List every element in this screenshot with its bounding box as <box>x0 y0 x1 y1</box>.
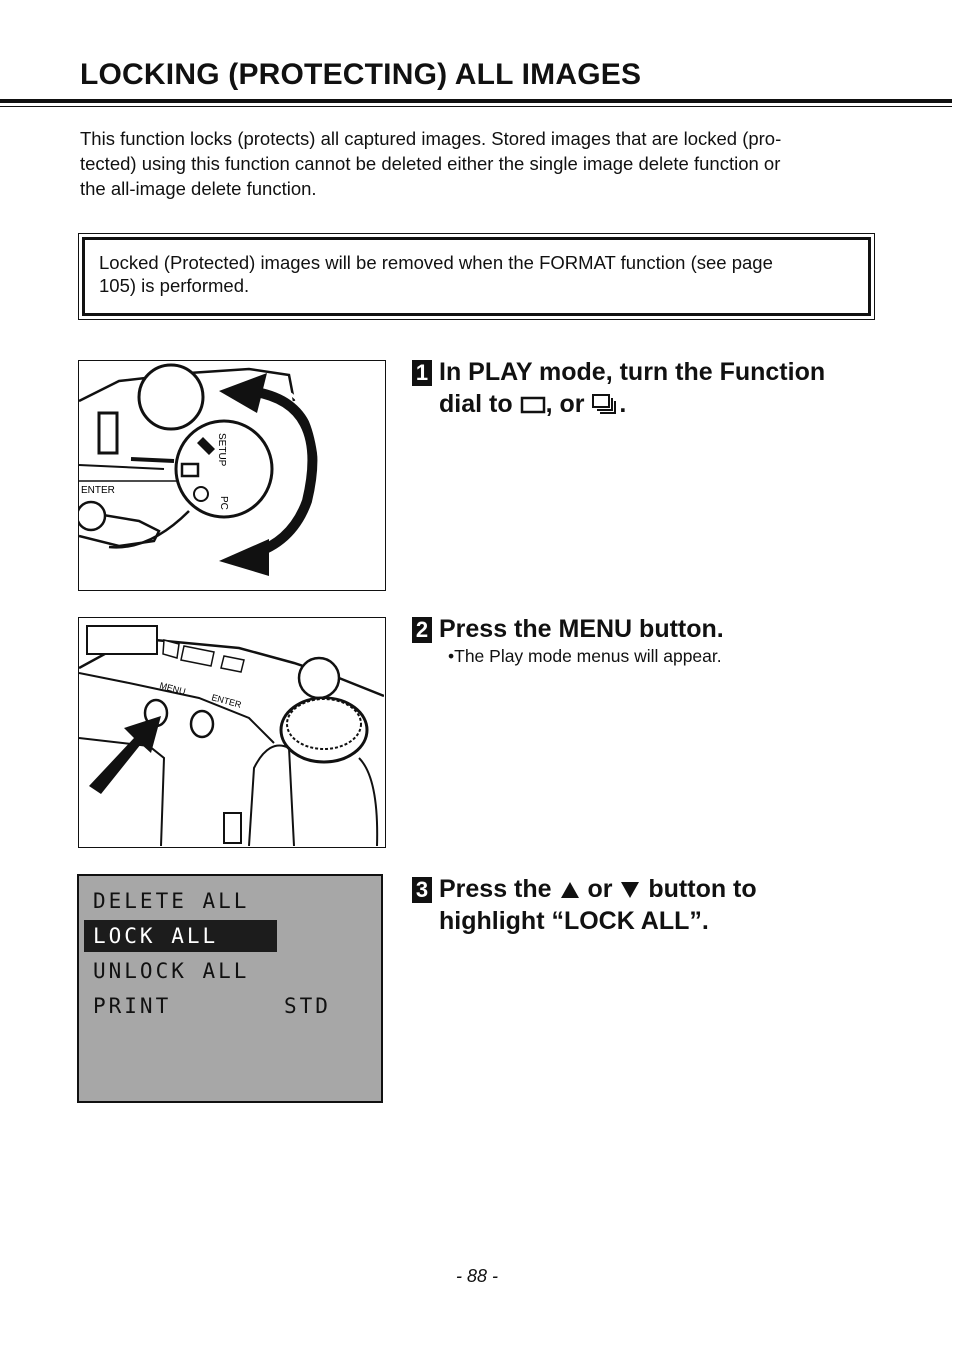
title-rule-thick <box>0 99 952 103</box>
note-box-outer <box>78 233 875 320</box>
note-text: Locked (Protected) images will be remove… <box>99 251 859 297</box>
lcd-menu-screen: DELETE ALL LOCK ALL UNLOCK ALL PRINT STD <box>77 874 383 1103</box>
step-3-line2: highlight “LOCK ALL”. <box>439 907 709 935</box>
step-number: 2 <box>412 617 432 643</box>
intro-line: tected) using this function cannot be de… <box>80 153 781 174</box>
page-title: LOCKING (PROTECTING) ALL IMAGES <box>80 58 642 91</box>
page-number: - 88 - <box>455 1266 498 1286</box>
step-1-line2-end: . <box>619 390 627 418</box>
lcd-item-delete-all[interactable]: DELETE ALL <box>93 889 250 913</box>
note-box <box>82 237 871 316</box>
function-dial-illustration: SETUP PC ENTER <box>78 360 386 591</box>
multi-frame-icon <box>592 394 617 415</box>
note-line: 105) is performed. <box>99 275 250 296</box>
single-frame-icon <box>520 397 545 414</box>
dial-label-setup: SETUP <box>216 433 227 467</box>
step-2-text: Press the MENU button. <box>439 615 724 643</box>
step-3-text-b: or <box>587 875 613 903</box>
menu-button-illustration: MENU ENTER <box>78 617 386 848</box>
menu-label: MENU <box>158 680 186 697</box>
menu-button-drawing: MENU ENTER <box>79 625 385 847</box>
up-triangle-icon <box>560 882 579 899</box>
down-triangle-icon <box>621 882 640 899</box>
setup-icon <box>197 437 215 455</box>
step-1-line1: In PLAY mode, turn the Function <box>439 358 826 386</box>
title-rule-thin <box>0 106 952 107</box>
step-3-text-a: Press the <box>439 875 552 903</box>
lcd-highlight-bar <box>84 920 277 952</box>
dial-label-pc: PC <box>218 496 229 510</box>
step-3-text-c: button to <box>648 875 757 903</box>
step-number: 3 <box>412 877 432 903</box>
step-3: 3 Press the or button to highlight “LOCK … <box>412 873 882 937</box>
lcd-item-lock-all[interactable]: LOCK ALL <box>93 924 219 948</box>
intro-line: This function locks (protects) all captu… <box>80 128 782 149</box>
pc-icon <box>193 486 209 502</box>
intro-paragraph: This function locks (protects) all captu… <box>80 126 880 201</box>
step-1-line2-mid: , or <box>545 390 585 418</box>
step-2: 2 Press the MENU button. <box>412 613 882 645</box>
step-1-line2-prefix: dial to <box>439 390 513 418</box>
enter-label: ENTER <box>81 485 115 496</box>
enter-label: ENTER <box>210 692 243 710</box>
single-frame-icon <box>180 462 200 478</box>
lcd-item-print-value: STD <box>284 994 331 1018</box>
step-1: 1 In PLAY mode, turn the Function dial to… <box>412 356 882 420</box>
intro-line: the all-image delete function. <box>80 178 317 199</box>
lcd-item-print[interactable]: PRINT <box>93 994 172 1018</box>
note-line: Locked (Protected) images will be remove… <box>99 252 773 273</box>
function-dial-drawing: SETUP PC ENTER <box>79 363 323 576</box>
lcd-item-unlock-all[interactable]: UNLOCK ALL <box>93 959 250 983</box>
step-number: 1 <box>412 360 432 386</box>
step-2-note: •The Play mode menus will appear. <box>448 646 722 666</box>
